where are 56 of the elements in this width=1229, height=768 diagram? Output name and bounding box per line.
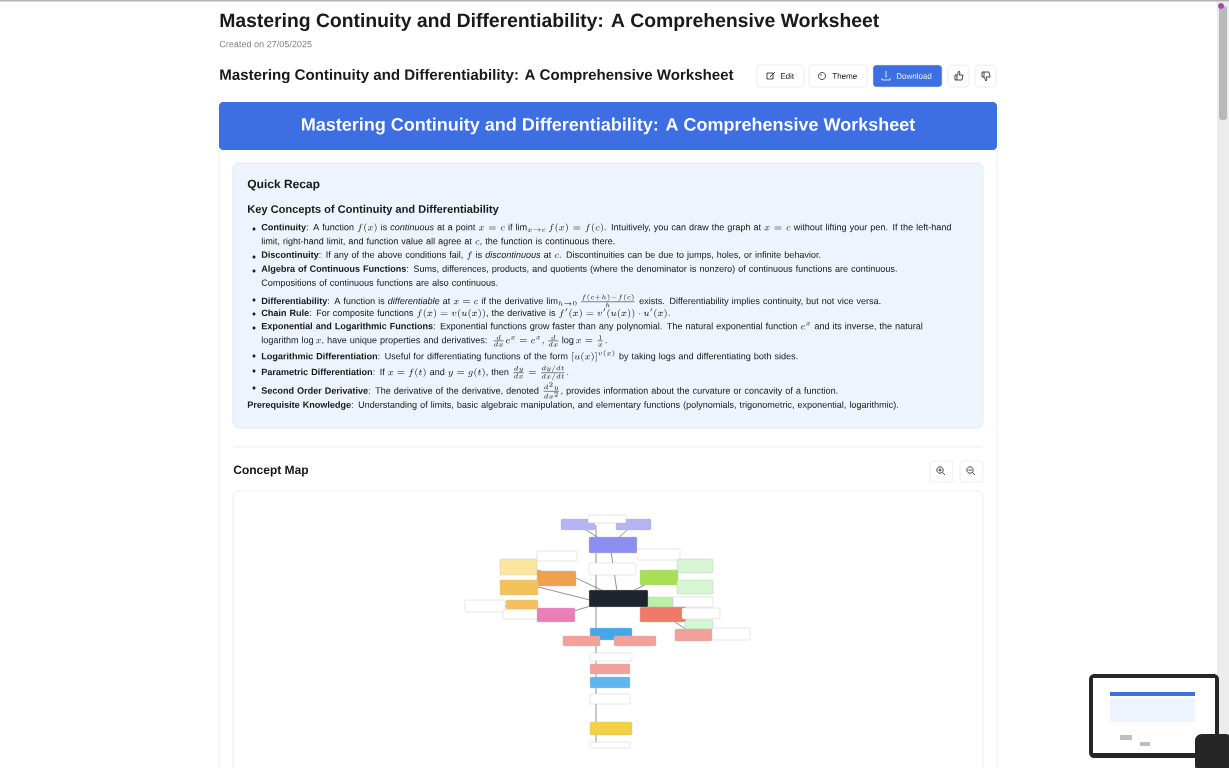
label: Discontinuity: If any of the above conditions fail, xyxy=(261,251,463,260)
label: , the derivative is xyxy=(486,309,556,318)
label: and its inverse, the natural xyxy=(814,322,923,331)
label: $x = f(t)$ xyxy=(388,368,426,378)
label: , then xyxy=(486,368,509,377)
label: , the function is continuous there. xyxy=(480,237,615,246)
label: . Discontinuities can be due to jumps, holes, or infinite behavior. xyxy=(559,251,821,260)
worksheet-heading: Mastering Continuity and Differentiability: A Comprehensive Worksheet xyxy=(220,68,734,84)
title-banner: Mastering Continuity and Differentiability: A Comprehensive Worksheet xyxy=(219,102,997,150)
label: . Intuitively, you can draw the graph at xyxy=(604,223,761,233)
bullet-item: Chain Rule: For composite functions $f(x) = v(u(x))$, the derivative is $f'(x) = v'(u(x)) \cdot u'(x).$ xyxy=(252,308,670,319)
bullet-item: Differentiability: A function is differentiable at $x = c$ if the derivative $\lim_{h \to 0} \frac{f(c+h) - f(c)}{h}$ exists. Differentiability implies continuity, but not vice versa. xyxy=(252,294,881,308)
label: $\lim_{x \to c} f(x) = f(c)$ xyxy=(516,223,603,233)
label: if the derivative xyxy=(481,297,543,305)
label: $y = g(t)$ xyxy=(448,368,485,378)
label: Chain Rule: For composite functions xyxy=(261,309,414,318)
label: $f(x) = v(u(x))$ xyxy=(417,309,485,319)
label: logarithm xyxy=(261,336,298,346)
label: $\frac{dy}{dx} = \frac{dy/dt}{dx/dt}.$ xyxy=(513,365,569,381)
bullet-item: Exponential and Logarithmic Functions: Exponential functions grow faster than any polynomial. The natural exponential function $e^x$ and its inverse, the natural logarithm $\log x$, have unique properties and derivatives: $\frac{d}{dx} e^x = e^x, \frac{d}{dx} \log x = \frac{1}{x}.$ xyxy=(252,322,923,347)
label: and xyxy=(430,368,445,376)
page-title: Mastering Continuity and Differentiability: A Comprehensive Worksheet xyxy=(220,12,879,32)
label: exists. Differentiability implies continuity, but not vice versa. xyxy=(639,297,881,306)
label: limit, right-hand limit, and function value all agree at xyxy=(261,237,472,247)
label: Continuity: A function xyxy=(261,223,354,233)
subheading: Key Concepts of Continuity and Differentiability xyxy=(248,204,499,216)
label: is discontinuous at xyxy=(476,251,552,258)
label: $\frac{d}{dx} e^x = e^x, \frac{d}{dx} \log x = \frac{1}{x}.$ xyxy=(493,334,607,347)
label: $f'(x) = v'(u(x)) \cdot u'(x).$ xyxy=(559,308,670,319)
label: if xyxy=(508,223,513,231)
edit-button: Edit xyxy=(756,64,805,88)
section-heading: Quick Recap xyxy=(247,179,320,191)
label: is continuous at a point xyxy=(381,223,476,233)
label: $f(x)$ xyxy=(357,223,377,233)
theme-button: Theme xyxy=(808,64,868,88)
download-button: Download xyxy=(872,64,943,88)
bullet-item: Algebra of Continuous Functions: Sums, differences, products, and quotients (where the denominator is nonzero) of continuous functions are continuous. Compositions of continuous functions are also continuous. xyxy=(252,265,897,288)
label: $\log x$ xyxy=(302,336,321,346)
label: $x = c$ xyxy=(453,299,479,305)
label: $f$ xyxy=(467,251,472,260)
label: without lifting your pen. If the left-hand xyxy=(793,223,951,233)
label: $e^x$ xyxy=(801,322,811,330)
label: $x = c$ xyxy=(764,226,791,231)
label: Differentiability: A function is differentiable at xyxy=(261,297,451,306)
label: Exponential and Logarithmic Functions: Exponential functions grow faster than any polynomial. The natural exponential function xyxy=(261,322,797,332)
label: $\lim_{h \to 0} \frac{f(c+h) - f(c)}{h}$ xyxy=(546,294,635,308)
bullet-item: Logarithmic Differentiation: Useful for differentiating functions of the form $[u(x)]^{v(x)}$ by taking logs and differentiating both sides. xyxy=(252,350,798,362)
bullet-item: Parametric Differentiation: If $x = f(t)$ and $y = g(t)$, then $\frac{dy}{dx} = \frac{dy/dt}{dx/dt}.$ xyxy=(252,365,569,381)
section-heading: Concept Map xyxy=(233,465,309,477)
date-text: Created on 27/05/2025 xyxy=(219,40,312,48)
label: $x = c$ xyxy=(478,226,505,231)
label: $c$ xyxy=(554,253,559,258)
paragraph: Prerequisite Knowledge: Understanding of limits, basic algebraic manipulation, and elementary functions (polynomials, trigonometric, exponential, logarithmic). xyxy=(247,401,898,410)
label: , have unique properties and derivatives: xyxy=(322,336,487,346)
label: Parametric Differentiation: If xyxy=(261,368,385,376)
label: $c$ xyxy=(475,240,480,245)
